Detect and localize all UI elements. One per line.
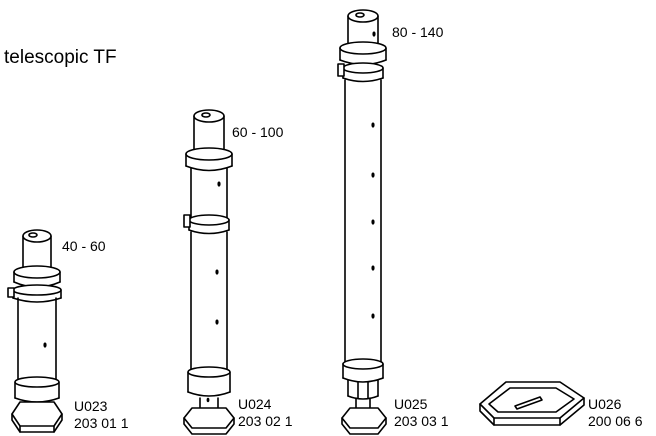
page-title: telescopic TF: [4, 47, 117, 68]
product-code-u023: U023: [74, 398, 108, 414]
product-number-u023: 203 01 1: [74, 415, 129, 431]
height-range-u024: 60 - 100: [232, 124, 284, 140]
product-number-u026: 200 06 6: [588, 413, 643, 429]
product-code-u024: U024: [238, 396, 272, 412]
base-plate-u026-drawing: [479, 381, 585, 426]
product-code-u025: U025: [394, 396, 428, 412]
height-range-u025: 80 - 140: [392, 24, 444, 40]
leg-u025-drawing: [337, 9, 387, 435]
leg-u023-drawing: [7, 229, 63, 433]
leg-u024-drawing: [183, 109, 235, 435]
height-range-u023: 40 - 60: [62, 238, 106, 254]
product-code-u026: U026: [588, 396, 622, 412]
product-number-u024: 203 02 1: [238, 413, 293, 429]
product-number-u025: 203 03 1: [394, 413, 449, 429]
